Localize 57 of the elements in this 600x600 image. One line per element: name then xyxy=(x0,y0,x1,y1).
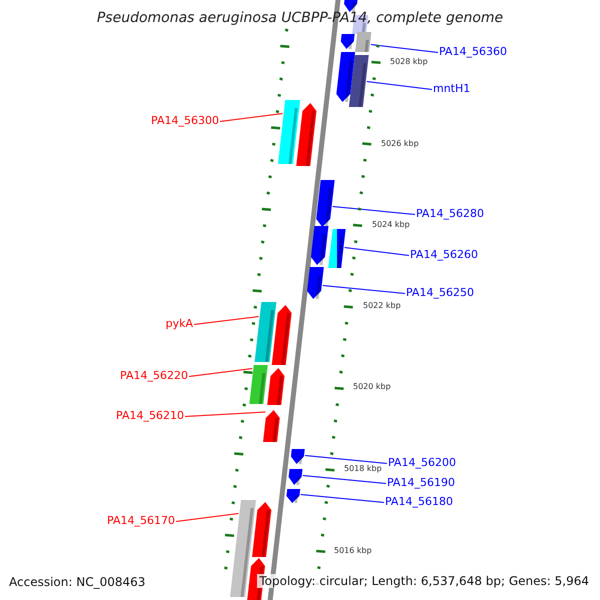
leader-line xyxy=(322,285,406,294)
leader-line xyxy=(302,475,386,484)
gene-label: pykA xyxy=(166,318,193,329)
scale-label: 5022 kbp xyxy=(363,302,401,310)
gene-label: PA14_56210 xyxy=(116,410,184,421)
gene-block xyxy=(290,449,305,464)
gene-block xyxy=(355,32,372,52)
gene-block xyxy=(288,469,302,486)
leader-line xyxy=(304,455,388,464)
leader-line xyxy=(366,81,432,90)
title: Pseudomonas aeruginosa UCBPP-PA14, complete genome xyxy=(96,11,504,25)
gene-block xyxy=(348,55,369,108)
gene-block xyxy=(336,52,356,102)
gene-block xyxy=(252,502,272,558)
scale-label: 5016 kbp xyxy=(334,547,372,555)
gene-label: PA14_56360 xyxy=(439,46,507,57)
gene-label: PA14_56300 xyxy=(151,115,219,126)
gene-block xyxy=(272,305,292,366)
gene-block xyxy=(307,267,324,300)
accession-text: Accession: NC_008463 xyxy=(9,576,146,588)
gene-label: PA14_56190 xyxy=(387,477,455,488)
gene-block xyxy=(296,103,316,166)
gene-block xyxy=(254,302,276,362)
leader-line xyxy=(344,247,410,256)
gene-block xyxy=(340,34,355,50)
gene-block xyxy=(278,100,300,164)
gene-label: PA14_56280 xyxy=(416,208,484,219)
leader-line xyxy=(188,368,253,377)
scale-label: 5028 kbp xyxy=(390,58,428,66)
leader-line xyxy=(176,513,239,522)
gene-block xyxy=(344,0,358,12)
genome-summary: Topology: circular; Length: 6,537,648 bp; Genes: 5,964 xyxy=(257,574,591,588)
scale-label: 5024 kbp xyxy=(372,221,410,229)
gene-block xyxy=(249,365,268,404)
gene-label: PA14_56200 xyxy=(388,457,456,468)
gene-label: PA14_56180 xyxy=(385,496,453,507)
leader-line xyxy=(370,44,438,53)
leader-line xyxy=(300,494,384,503)
scale-label: 5018 kbp xyxy=(344,465,382,473)
scale-label: 5020 kbp xyxy=(353,383,391,391)
gene-label: mntH1 xyxy=(433,83,470,94)
gene-label: PA14_56260 xyxy=(410,249,478,260)
gene-block xyxy=(230,500,256,598)
leader-line xyxy=(194,316,260,325)
leader-line xyxy=(332,206,416,215)
gene-label: PA14_56220 xyxy=(120,370,188,381)
gene-block xyxy=(267,368,284,406)
gene-block xyxy=(286,489,300,504)
gene-label: PA14_56250 xyxy=(406,287,474,298)
gene-block xyxy=(263,410,280,442)
gene-block xyxy=(328,229,346,268)
scale-label: 5026 kbp xyxy=(381,140,419,148)
gene-label: PA14_56170 xyxy=(107,515,175,526)
gene-block xyxy=(316,180,335,228)
gene-block xyxy=(310,226,328,266)
leader-line xyxy=(184,412,266,417)
leader-line xyxy=(220,113,284,122)
